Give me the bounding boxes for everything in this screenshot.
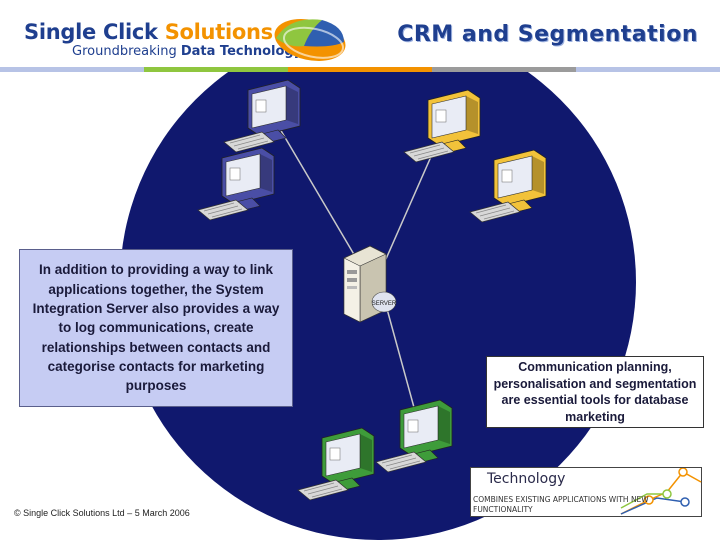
header-color-bar bbox=[0, 67, 720, 72]
tagline-bold: Data Technology bbox=[180, 44, 303, 59]
company-logo-text: Single Click Solutions bbox=[24, 20, 273, 44]
integration-server-callout: In addition to providing a way to link a… bbox=[19, 249, 293, 407]
colorbar-segment bbox=[0, 67, 144, 72]
slide-title: CRM and Segmentation bbox=[397, 22, 698, 47]
footer-copyright: © Single Click Solutions Ltd – 5 March 2… bbox=[14, 508, 190, 518]
tagline-prefix: Groundbreaking bbox=[72, 44, 181, 59]
technology-subtitle: COMBINES EXISTING APPLICATIONS WITH NEW … bbox=[473, 495, 649, 514]
logo-main-accent: Solutions bbox=[164, 20, 273, 44]
company-tagline: Groundbreaking Data Technology bbox=[72, 44, 302, 59]
marketing-callout: Communication planning, personalisation … bbox=[486, 356, 704, 428]
connection-line bbox=[383, 297, 419, 423]
logo-main-prefix: Single Click bbox=[24, 20, 165, 44]
colorbar-segment bbox=[576, 67, 720, 72]
technology-title: Technology bbox=[487, 471, 566, 487]
colorbar-segment bbox=[144, 67, 288, 72]
technology-graph-icon bbox=[620, 468, 702, 515]
colorbar-segment bbox=[432, 67, 576, 72]
server-label: SERVER bbox=[372, 301, 397, 307]
technology-box: Technology COMBINES EXISTING APPLICATION… bbox=[470, 467, 702, 517]
header: Single Click Solutions Groundbreaking Da… bbox=[0, 0, 720, 72]
server-tower-icon: SERVER bbox=[343, 245, 397, 323]
mouse-logo-icon bbox=[274, 19, 346, 61]
colorbar-segment bbox=[288, 67, 432, 72]
